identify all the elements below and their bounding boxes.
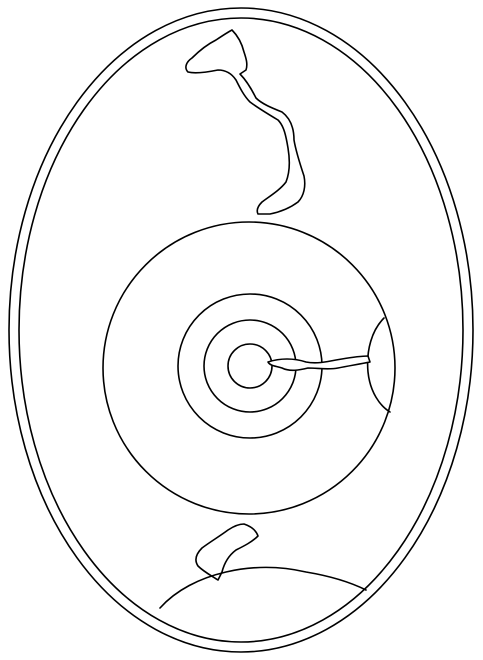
- crack-upper-icon: [186, 30, 305, 214]
- crack-center-icon: [268, 356, 370, 370]
- large-disc-icon: [103, 222, 395, 514]
- ring-inner-icon: [228, 344, 272, 388]
- disc-notch-icon: [368, 318, 390, 412]
- mound-curve-icon: [160, 568, 366, 609]
- outer-oval-frame-icon: [9, 8, 473, 652]
- inner-oval-frame-icon: [19, 18, 463, 642]
